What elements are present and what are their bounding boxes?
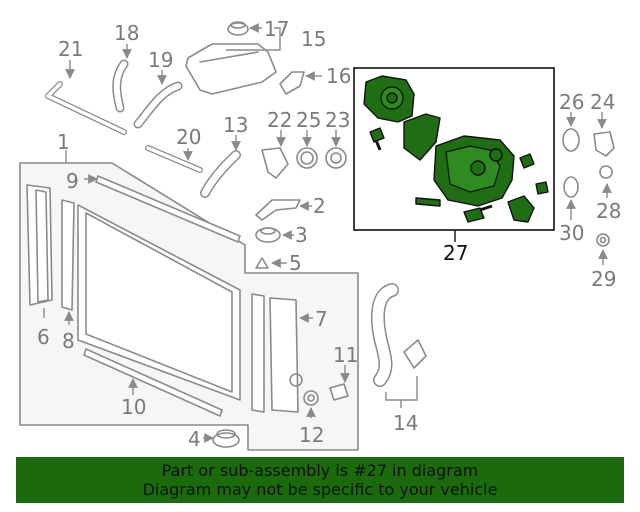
pipe-21 (45, 60, 127, 135)
lower-hose-14 (370, 283, 427, 408)
water-pump-assembly-27 (363, 75, 549, 223)
callout-17: 17 (264, 17, 289, 41)
callout-18: 18 (114, 21, 139, 45)
reservoir-cap-17 (227, 21, 262, 36)
thermostat-23 (325, 130, 347, 169)
left-side-tank (26, 184, 53, 318)
lower-seal-strip-10 (83, 348, 223, 417)
callout-9: 9 (66, 169, 79, 193)
drain-plug-11 (329, 365, 350, 401)
callout-13: 13 (223, 113, 248, 137)
callout-29: 29 (591, 267, 616, 291)
callout-16: 16 (326, 64, 351, 88)
clip-5 (255, 257, 287, 269)
callout-3: 3 (295, 223, 308, 247)
clip-29 (596, 233, 610, 265)
callout-22: 22 (267, 108, 292, 132)
callout-6: 6 (37, 325, 50, 349)
callout-19: 19 (148, 48, 173, 72)
callout-8: 8 (62, 329, 75, 353)
outlet-22 (261, 130, 289, 179)
banner-line-2: Diagram may not be specific to your vehi… (142, 480, 498, 499)
callout-21: 21 (58, 37, 83, 61)
cushion-3 (255, 227, 294, 243)
bracket-16 (279, 71, 322, 95)
callout-26: 26 (559, 90, 584, 114)
callout-7: 7 (315, 307, 328, 331)
mount-cushion-4 (203, 429, 240, 448)
callout-12: 12 (299, 423, 324, 447)
upper-seal-strip-9 (84, 174, 241, 243)
callout-30: 30 (559, 221, 584, 245)
callout-11: 11 (333, 343, 358, 367)
pipe-20 (145, 145, 203, 173)
side-seal-8 (61, 199, 75, 325)
banner-line-1: Part or sub-assembly is #27 in diagram (161, 461, 479, 480)
callout-14: 14 (393, 411, 418, 435)
callout-23: 23 (325, 108, 350, 132)
callout-4: 4 (188, 427, 201, 451)
o-ring-30 (563, 176, 579, 220)
hose-19 (133, 70, 183, 129)
callout-10: 10 (121, 395, 146, 419)
callout-28: 28 (596, 199, 621, 223)
ring-25 (296, 130, 318, 169)
callout-5: 5 (289, 251, 302, 275)
upper-hose-13 (200, 135, 241, 198)
right-side-tank-7 (251, 293, 313, 413)
hose-18 (112, 44, 132, 113)
radiator-core (77, 204, 241, 401)
callout-25: 25 (296, 108, 321, 132)
callout-1: 1 (57, 130, 70, 154)
clip-28 (599, 165, 613, 198)
reservoir-tank-15 (185, 27, 281, 95)
washer-12 (303, 390, 319, 418)
bracket-2 (255, 199, 312, 221)
callout-2: 2 (313, 194, 326, 218)
callout-24: 24 (590, 90, 615, 114)
callout-15: 15 (301, 27, 326, 51)
callout-20: 20 (176, 125, 201, 149)
sensor-24 (593, 112, 615, 157)
o-ring-26 (562, 112, 580, 152)
notice-banner: Part or sub-assembly is #27 in diagram D… (16, 457, 624, 503)
callout-27: 27 (443, 241, 468, 265)
